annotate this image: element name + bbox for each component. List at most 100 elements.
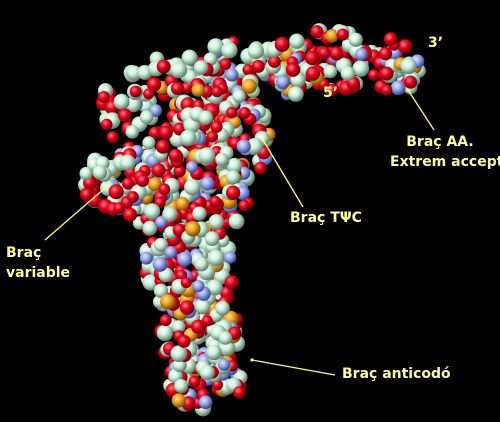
atom-sphere: [368, 69, 380, 81]
atom-sphere: [246, 137, 264, 155]
atom-sphere: [275, 75, 290, 89]
atom-sphere: [225, 68, 239, 82]
atom-sphere: [226, 157, 243, 174]
atom-sphere: [304, 50, 320, 66]
atom-sphere: [225, 185, 241, 200]
atom-sphere: [247, 42, 264, 60]
atom-sphere: [127, 191, 139, 203]
atom-sphere: [113, 202, 125, 214]
atom-sphere: [108, 184, 124, 200]
atom-sphere: [288, 86, 304, 102]
atom-sphere: [106, 131, 119, 144]
atom-sphere: [221, 42, 238, 59]
atom-sphere: [162, 206, 178, 222]
atom-sphere: [142, 136, 156, 150]
atom-sphere: [117, 108, 132, 123]
atom-sphere: [285, 62, 301, 77]
atom-sphere: [153, 283, 169, 298]
atom-sphere: [193, 60, 209, 75]
atom-sphere: [158, 183, 171, 195]
acceptor-arm-label: Braç AA. Extrem acceptor: [390, 132, 500, 172]
atom-sphere: [379, 66, 394, 81]
atom-sphere: [204, 231, 220, 247]
atom-sphere: [348, 32, 363, 47]
atom-sphere: [136, 174, 150, 187]
atom-sphere: [381, 84, 393, 96]
leader-dot-tpsic: [261, 138, 265, 142]
atom-sphere: [198, 147, 216, 164]
atom-sphere: [191, 319, 206, 334]
atom-sphere: [403, 75, 418, 89]
atom-sphere: [153, 237, 168, 252]
atom-sphere: [156, 324, 174, 342]
atom-sphere: [238, 107, 251, 119]
atom-sphere: [310, 25, 324, 39]
atom-sphere: [198, 395, 213, 410]
atom-sphere: [185, 221, 201, 237]
atom-sphere: [123, 207, 138, 222]
atom-sphere: [233, 386, 246, 399]
atom-sphere: [146, 77, 162, 92]
atom-sphere: [289, 33, 305, 49]
atom-sphere: [251, 59, 265, 73]
atom-sphere: [175, 197, 190, 211]
atom-sphere: [191, 83, 205, 97]
atom-sphere: [164, 246, 178, 259]
atom-sphere: [180, 277, 192, 289]
variable-arm-label: Braç variable: [6, 243, 70, 283]
atom-sphere: [101, 118, 113, 131]
atom-sphere: [325, 83, 339, 97]
atom-sphere: [160, 294, 176, 310]
atom-sphere: [206, 279, 223, 296]
atom-sphere: [400, 57, 417, 75]
atom-sphere: [329, 46, 344, 61]
atom-sphere: [168, 148, 183, 163]
atom-sphere: [186, 161, 198, 173]
atom-sphere: [122, 177, 135, 190]
atom-sphere: [159, 314, 172, 327]
atom-sphere: [224, 275, 239, 290]
atom-sphere: [170, 345, 188, 363]
variable-arm-label-line2: variable: [6, 265, 71, 281]
atom-sphere: [144, 203, 161, 220]
leader-line-tpsic: [262, 139, 304, 208]
atom-sphere: [194, 298, 211, 315]
atom-sphere: [170, 61, 188, 79]
atom-sphere: [194, 257, 209, 272]
atom-sphere: [125, 125, 140, 139]
atom-sphere: [119, 154, 136, 171]
atom-sphere: [177, 251, 193, 267]
atom-sphere: [219, 58, 232, 70]
atom-sphere: [209, 195, 222, 208]
atom-sphere: [184, 179, 201, 196]
atom-sphere: [156, 59, 171, 74]
atom-sphere: [200, 176, 215, 191]
atom-sphere: [215, 300, 230, 316]
atom-sphere: [192, 280, 205, 293]
atom-sphere: [79, 166, 93, 181]
atom-sphere: [226, 170, 241, 185]
atom-sphere: [305, 66, 321, 81]
three-prime-label: 3’: [428, 35, 444, 51]
atom-sphere: [238, 199, 250, 212]
atom-sphere: [181, 49, 198, 66]
atom-sphere: [384, 32, 398, 46]
atom-sphere: [192, 206, 207, 221]
atom-sphere: [355, 48, 368, 61]
atom-sphere: [242, 64, 254, 76]
atom-sphere: [174, 379, 189, 393]
atom-sphere: [172, 320, 186, 334]
leader-lines: [44, 88, 435, 376]
atom-sphere: [232, 89, 246, 104]
five-prime-label: 5’: [323, 85, 339, 101]
atom-sphere: [336, 28, 349, 41]
leader-dot-anticodon: [250, 358, 254, 362]
variable-arm-label-line1: Braç: [6, 245, 42, 261]
tpsic-arm-label: Braç TΨC: [290, 210, 362, 226]
leader-line-anticodon: [251, 359, 336, 376]
atom-sphere: [218, 331, 233, 345]
atom-sphere: [203, 52, 218, 66]
atom-sphere: [113, 93, 130, 110]
atom-sphere: [142, 220, 158, 236]
